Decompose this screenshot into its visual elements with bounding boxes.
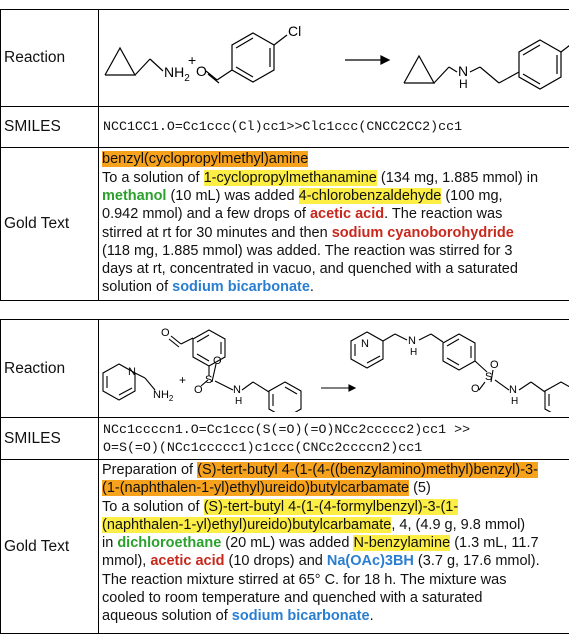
reaction-label: Reaction (1, 10, 99, 107)
product-sulfonyl-o: O (471, 383, 480, 395)
reagent-entity: sodium cyanoborohydride (332, 225, 514, 241)
reagent-entity: acetic acid (150, 553, 224, 569)
sulfonyl-o-label: O (213, 355, 222, 367)
aldehyde-o-label: O (196, 63, 207, 79)
product-sulfonyl-o: O (490, 359, 499, 371)
product-sulfonamide-n: N (509, 384, 517, 396)
reaction-scheme-1: NH2 + O Cl N H O (99, 10, 569, 107)
product-sulfur: S (485, 371, 492, 383)
product-entity: (S)-tert-butyl 4-(1-(4-((benzylamino)met… (197, 462, 538, 478)
product-amine-n: N (408, 335, 416, 347)
reaction-table-1: Reaction (0, 9, 569, 301)
product-entity: benzyl(cyclopropylmethyl)amine (102, 151, 308, 167)
sulfur-label: S (205, 374, 212, 386)
reactant-entity: 1-cyclopropylmethanamine (204, 170, 377, 186)
reaction-label: Reaction (1, 320, 99, 418)
plus-sign: + (188, 52, 196, 68)
sulfonyl-o-label: O (194, 384, 203, 396)
reagent-entity: acetic acid (310, 206, 384, 222)
smiles-string-1: NCC1CC1.O=Cc1ccc(Cl)cc1>>Clc1ccc(CNCC2CC… (99, 107, 569, 148)
reactant-entity: N-benzylamine (353, 535, 450, 551)
product-amine-h: H (410, 347, 417, 358)
sulfonamide-n-label: N (233, 384, 241, 396)
smiles-label: SMILES (1, 418, 99, 460)
solvent-entity: methanol (102, 188, 166, 204)
smiles-label: SMILES (1, 107, 99, 148)
reactant-entity: (S)-tert-butyl 4-(1-(4-formylbenzyl)-3-(… (204, 499, 459, 515)
solvent-entity: dichloroethane (117, 535, 221, 551)
product-sulfonamide-h: H (511, 396, 518, 407)
gold-text-label: Gold Text (1, 460, 99, 634)
reagent-entity: Na(OAc)3BH (327, 553, 414, 569)
workup-entity: sodium bicarbonate (172, 279, 310, 295)
plus-sign: + (179, 373, 186, 387)
chloro-label: Cl (288, 23, 301, 39)
sulfonamide-h-label: H (235, 396, 242, 407)
reaction-table-2: Reaction (0, 319, 569, 634)
gold-text-label: Gold Text (1, 148, 99, 301)
gold-text-2: Preparation of (S)-tert-butyl 4-(1-(4-((… (99, 460, 569, 634)
reaction-scheme-image: O N NH2 + S O O N H N N H S O O N H (99, 320, 569, 412)
amine-h-label: H (459, 77, 468, 91)
aldehyde-o-label: O (161, 327, 170, 339)
reactant-entity: (naphthalen-1-yl)ethyl)ureido)butylcarba… (102, 517, 391, 533)
smiles-string-2: NCc1ccccn1.O=Cc1ccc(S(=O)(=O)NCc2ccccc2)… (99, 418, 569, 460)
product-entity: (1-(naphthalen-1-yl)ethyl)ureido)butylca… (102, 480, 409, 496)
reactant-entity: 4-chlorobenzaldehyde (299, 188, 442, 204)
pyridine-n-label: N (128, 366, 136, 378)
workup-entity: sodium bicarbonate (232, 608, 370, 624)
gold-text-1: benzyl(cyclopropylmethyl)amine To a solu… (99, 148, 569, 301)
product-pyridine-n: N (361, 338, 369, 350)
nh2-label: NH2 (153, 389, 174, 403)
nh2-label: NH2 (164, 64, 190, 84)
reaction-scheme-image: NH2 + O Cl N H O (99, 10, 569, 101)
reaction-scheme-2: O N NH2 + S O O N H N N H S O O N H (99, 320, 569, 418)
